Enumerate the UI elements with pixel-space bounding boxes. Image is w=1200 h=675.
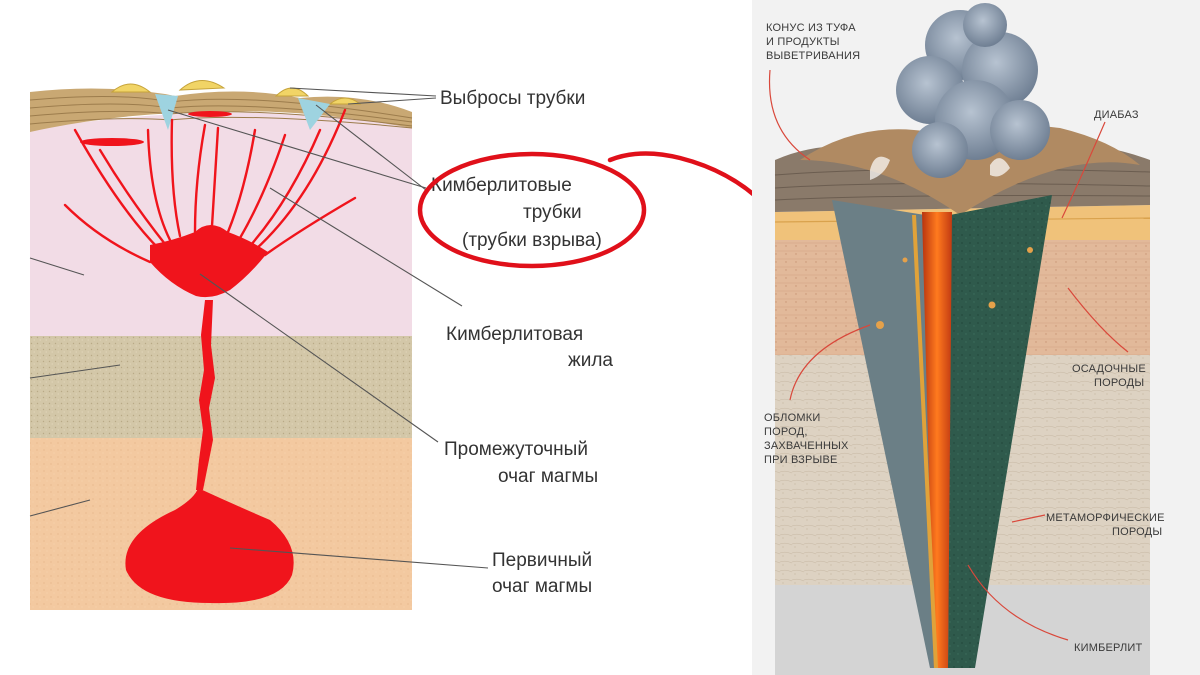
diabase-caption: ДИАБАЗ (1094, 109, 1139, 121)
intermediate-leader (199, 273, 439, 443)
vein-label-line2: жила (568, 350, 613, 371)
ejecta-leader (347, 97, 437, 105)
magma-lens (80, 138, 144, 146)
tuff-cone-surface (800, 124, 1140, 215)
vein-leader (269, 187, 463, 307)
pipes-leader (167, 109, 427, 189)
primary-label-line1: Первичный (492, 550, 592, 571)
primary-label-line2: очаг магмы (492, 576, 592, 597)
intermediate-magma-chamber (150, 225, 268, 298)
diabase-leader (1061, 121, 1106, 219)
sedimentary-leader (1067, 287, 1129, 353)
fragments-caption-line4: ПРИ ВЗРЫВЕ (764, 454, 838, 466)
fragments-caption-line3: ЗАХВАЧЕННЫХ (764, 440, 849, 452)
fragments-caption-line2: ПОРОД, (764, 426, 808, 438)
cone-leader (768, 69, 811, 161)
highlight-circle (417, 151, 647, 269)
fragments-caption-line1: ОБЛОМКИ (764, 412, 820, 424)
primary-magma-chamber (125, 488, 294, 604)
fragments-leader (789, 324, 871, 401)
lava-channel (922, 212, 952, 668)
sedimentary-caption-line1: ОСАДОЧНЫЕ (1072, 363, 1146, 375)
magma-lens (188, 111, 232, 117)
pipes-leader (315, 104, 427, 191)
intermediate-label-line1: Промежуточный (444, 439, 588, 460)
intermediate-label-line2: очаг магмы (498, 466, 598, 487)
pipes-label-line1: Кимберлитовые (431, 175, 572, 196)
intermediate-layer (30, 336, 412, 438)
metamorphic-leader (1011, 514, 1046, 523)
left-geology-diagram: Выбросы трубки Кимберлитовые трубки (тру… (29, 80, 808, 610)
ejecta-label: Выбросы трубки (440, 88, 585, 109)
ejecta-leader (289, 87, 437, 97)
metamorphic-caption-line1: МЕТАМОРФИЧЕСКИЕ (1046, 512, 1165, 524)
pipes-label-line3: (трубки взрыва) (462, 230, 602, 251)
cone-caption-line3: ВЫВЕТРИВАНИЯ (766, 50, 860, 62)
cone-caption-line1: КОНУС ИЗ ТУФА (766, 22, 856, 34)
cone-caption-line2: И ПРОДУКТЫ (766, 36, 840, 48)
kimberlite-leader (967, 564, 1069, 641)
surface-strata (29, 80, 413, 132)
vein-label-line1: Кимберлитовая (446, 324, 583, 345)
sedimentary-caption-line2: ПОРОДЫ (1094, 377, 1144, 389)
kimberlite-pipe (948, 195, 1052, 668)
primary-leader (229, 547, 489, 569)
eruption-smoke (896, 3, 1050, 178)
right-pipe-illustration: КОНУС ИЗ ТУФА И ПРОДУКТЫ ВЫВЕТРИВАНИЯ ДИ… (752, 0, 1200, 675)
pipes-label-line2: трубки (523, 202, 582, 223)
kimberlite-caption: КИМБЕРЛИТ (1074, 642, 1142, 654)
metamorphic-caption-line2: ПОРОДЫ (1112, 526, 1162, 538)
feeder-channel (196, 300, 215, 490)
magma-system (63, 108, 357, 604)
